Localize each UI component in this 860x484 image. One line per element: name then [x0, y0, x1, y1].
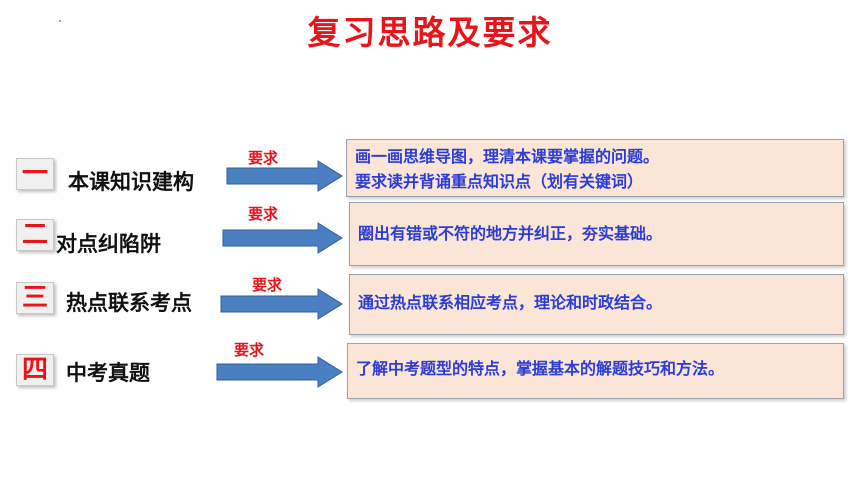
requirement-text: 画一画思维导图，理清本课要掌握的问题。 [355, 147, 660, 166]
row-label: 本课知识建构 [68, 170, 194, 194]
row-label: 中考真题 [66, 361, 150, 385]
right-arrow-icon [220, 288, 343, 320]
requirement-label: 要求 [248, 205, 279, 223]
right-arrow-icon [222, 222, 343, 254]
row-number: 四 [16, 354, 54, 386]
requirement-text: 圈出有错或不符的地方并纠正，夯实基础。 [358, 224, 663, 243]
requirement-text: 了解中考题型的特点，掌握基本的解题技巧和方法。 [356, 359, 725, 378]
row-label: 热点联系考点 [66, 291, 192, 315]
requirement-text: 通过热点联系相应考点，理论和时政结合。 [358, 293, 663, 312]
requirement-label: 要求 [252, 276, 283, 294]
right-arrow-icon [226, 160, 343, 192]
right-arrow-icon [216, 356, 343, 388]
requirement-box: 通过热点联系相应考点，理论和时政结合。 [349, 274, 844, 335]
requirement-label: 要求 [234, 341, 265, 359]
decorative-dot [59, 20, 61, 22]
requirement-box: 画一画思维导图，理清本课要掌握的问题。 要求读并背诵重点知识点（划有关键词） [346, 139, 844, 197]
requirement-box: 了解中考题型的特点，掌握基本的解题技巧和方法。 [347, 343, 844, 399]
row-number: 三 [16, 282, 54, 314]
row-number: 二 [16, 219, 54, 251]
row-number: 一 [16, 158, 54, 190]
requirement-label: 要求 [248, 149, 279, 167]
page-title: 复习思路及要求 [307, 13, 553, 52]
row-label: 对点纠陷阱 [56, 232, 161, 256]
requirement-box: 圈出有错或不符的地方并纠正，夯实基础。 [349, 202, 844, 266]
requirement-text: 要求读并背诵重点知识点（划有关键词） [355, 172, 644, 191]
